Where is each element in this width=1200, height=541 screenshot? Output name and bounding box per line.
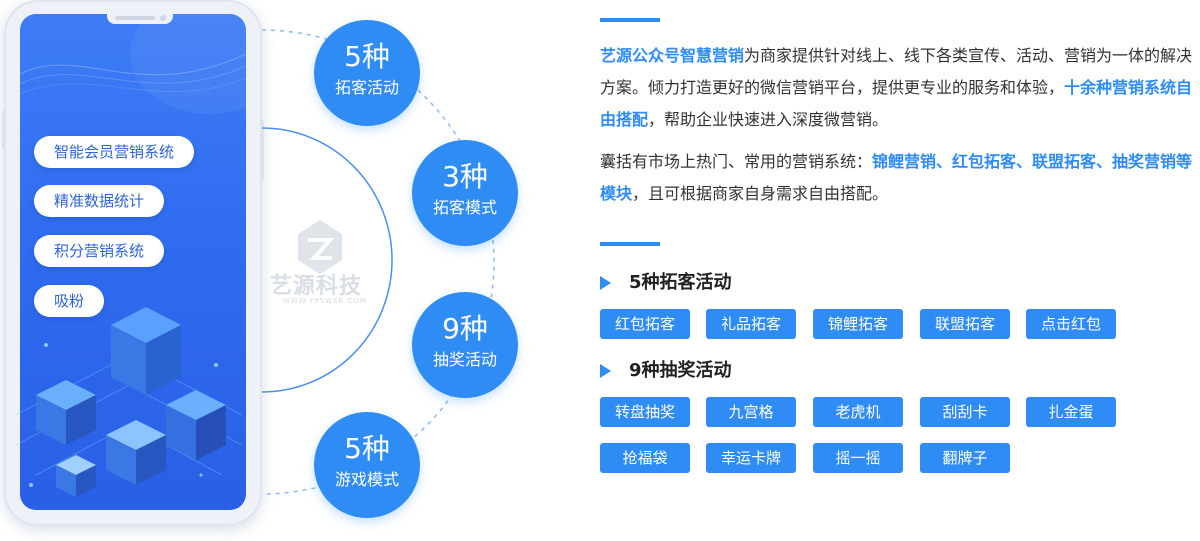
feature-pill-points-marketing: 积分营销系统 <box>34 235 165 267</box>
stat-circle-lead-modes: 3种 拓客模式 <box>412 140 518 246</box>
triangle-bullet-icon <box>600 276 611 290</box>
intro-text: 为商家提供针对线上、线下各类宣传、活动、营销为一体的解决方案。倾力打造更好的微信… <box>600 46 1193 97</box>
tag-alliance-lead: 联盟拓客 <box>920 309 1010 339</box>
intro-paragraph-2: 囊括有市场上热门、常用的营销系统：锦鲤营销、红包拓客、联盟拓客、抽奖营销等模块，… <box>600 146 1196 210</box>
section-divider-bar <box>600 242 660 246</box>
stat-circle-number: 9种 <box>442 312 488 345</box>
stat-circle-number: 5种 <box>344 40 390 73</box>
tag-shake: 摇一摇 <box>813 443 903 473</box>
feature-pill-data-statistics: 精准数据统计 <box>34 185 165 217</box>
intro-highlight-product: 艺源公众号智慧营销 <box>600 46 745 65</box>
intro-highlight-modules: 锦鲤营销、红包拓客、联盟拓客、抽奖营销等模块 <box>600 152 1193 203</box>
tag-koi-lead: 锦鲤拓客 <box>813 309 903 339</box>
stat-circle-label: 拓客活动 <box>334 78 399 97</box>
isometric-city-illustration <box>16 307 242 497</box>
watermark-site-text: WWW.YYSWEB.COM <box>283 297 367 305</box>
tag-red-packet-lead: 红包拓客 <box>600 309 690 339</box>
section-title-lead-activities: 5种拓客活动 <box>600 271 732 295</box>
feature-pill-member-marketing: 智能会员营销系统 <box>34 136 195 168</box>
tag-lucky-bag: 抢福袋 <box>600 443 690 473</box>
screen-wave-decoration <box>20 14 246 114</box>
intro-text: ，帮助企业快速进入深度微营销。 <box>648 110 889 129</box>
stat-circle-number: 3种 <box>442 160 488 193</box>
intro-paragraph-1: 艺源公众号智慧营销为商家提供针对线上、线下各类宣传、活动、营销为一体的解决方案。… <box>600 40 1196 136</box>
phone-speaker <box>115 16 155 20</box>
phone-camera <box>160 15 166 21</box>
phone-volume-button <box>2 110 5 150</box>
tag-scratch-card: 刮刮卡 <box>920 397 1010 427</box>
triangle-bullet-icon <box>600 364 611 378</box>
feature-pill-attract-fans: 吸粉 <box>34 285 105 317</box>
intro-text: 囊括有市场上热门、常用的营销系统： <box>600 152 873 171</box>
section-title-text: 5种拓客活动 <box>629 272 732 293</box>
phone-power-button <box>261 120 264 180</box>
intro-text: ，且可根据商家自身需求自由搭配。 <box>632 184 889 203</box>
intro-highlight-systems: 十余种营销系统自由搭配 <box>600 78 1193 129</box>
tag-nine-grid: 九宫格 <box>706 397 796 427</box>
stat-circle-game-modes: 5种 游戏模式 <box>314 412 420 518</box>
tag-gift-lead: 礼品拓客 <box>706 309 796 339</box>
tag-smash-golden-egg: 扎金蛋 <box>1026 397 1116 427</box>
section-title-text: 9种抽奖活动 <box>629 360 732 381</box>
stat-circle-label: 抽奖活动 <box>432 350 497 369</box>
section-divider-bar <box>600 18 660 22</box>
stat-circle-number: 5种 <box>344 432 390 465</box>
stat-circle-label: 游戏模式 <box>334 470 399 489</box>
section-title-lottery-activities: 9种抽奖活动 <box>600 359 732 383</box>
tag-lucky-cards: 幸运卡牌 <box>706 443 796 473</box>
tag-click-red-packet: 点击红包 <box>1026 309 1116 339</box>
yiyuan-logo-watermark <box>298 220 342 274</box>
watermark-brand-text: 艺源科技 <box>270 274 363 299</box>
stat-circle-lead-activities: 5种 拓客活动 <box>314 20 420 126</box>
tag-slot-machine: 老虎机 <box>813 397 903 427</box>
tag-wheel-lottery: 转盘抽奖 <box>600 397 690 427</box>
tag-flip-cards: 翻牌子 <box>920 443 1010 473</box>
stat-circle-lottery-activities: 9种 抽奖活动 <box>412 292 518 398</box>
stat-circle-label: 拓客模式 <box>432 198 497 217</box>
